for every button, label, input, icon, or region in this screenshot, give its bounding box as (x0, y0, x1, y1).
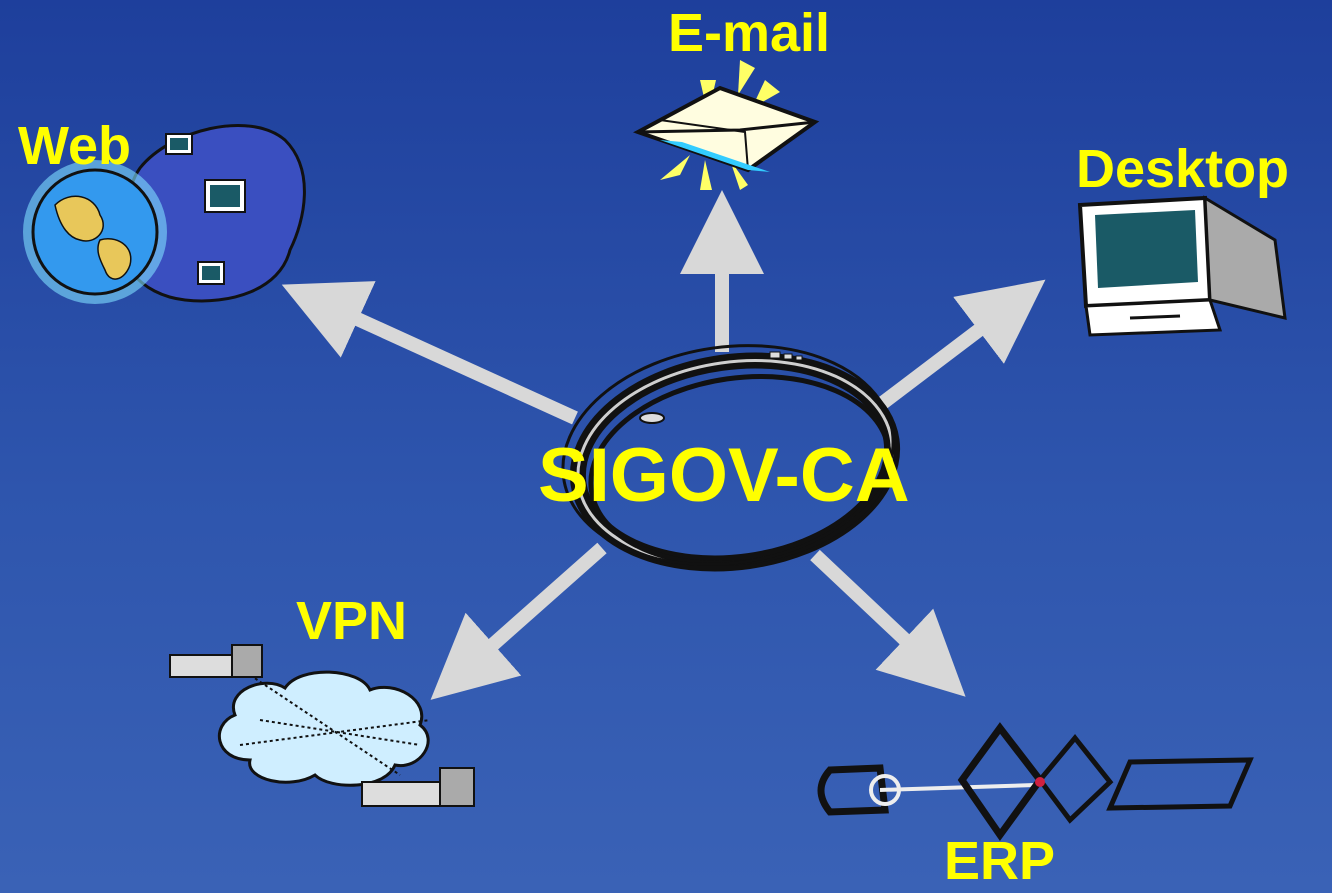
arrow-to-desktop (875, 279, 1046, 411)
vpn-cloud-icon (169, 644, 475, 807)
center-label: SIGOV-CA (538, 433, 910, 518)
center-ring-icon (561, 344, 901, 572)
web-globe-icon (23, 124, 306, 304)
erp-logo-icon (817, 722, 1254, 842)
arrow-to-vpn (430, 542, 607, 700)
web-label: Web (18, 116, 132, 176)
email-label: E-mail (668, 3, 831, 63)
vpn-label: VPN (296, 591, 408, 651)
arrow-to-erp (810, 549, 966, 697)
email-envelope-icon (633, 60, 820, 190)
arrow-to-web (281, 281, 578, 425)
desktop-computer-icon (1077, 195, 1287, 337)
desktop-label: Desktop (1076, 139, 1290, 199)
arrows (281, 190, 1046, 700)
erp-label: ERP (944, 831, 1056, 891)
